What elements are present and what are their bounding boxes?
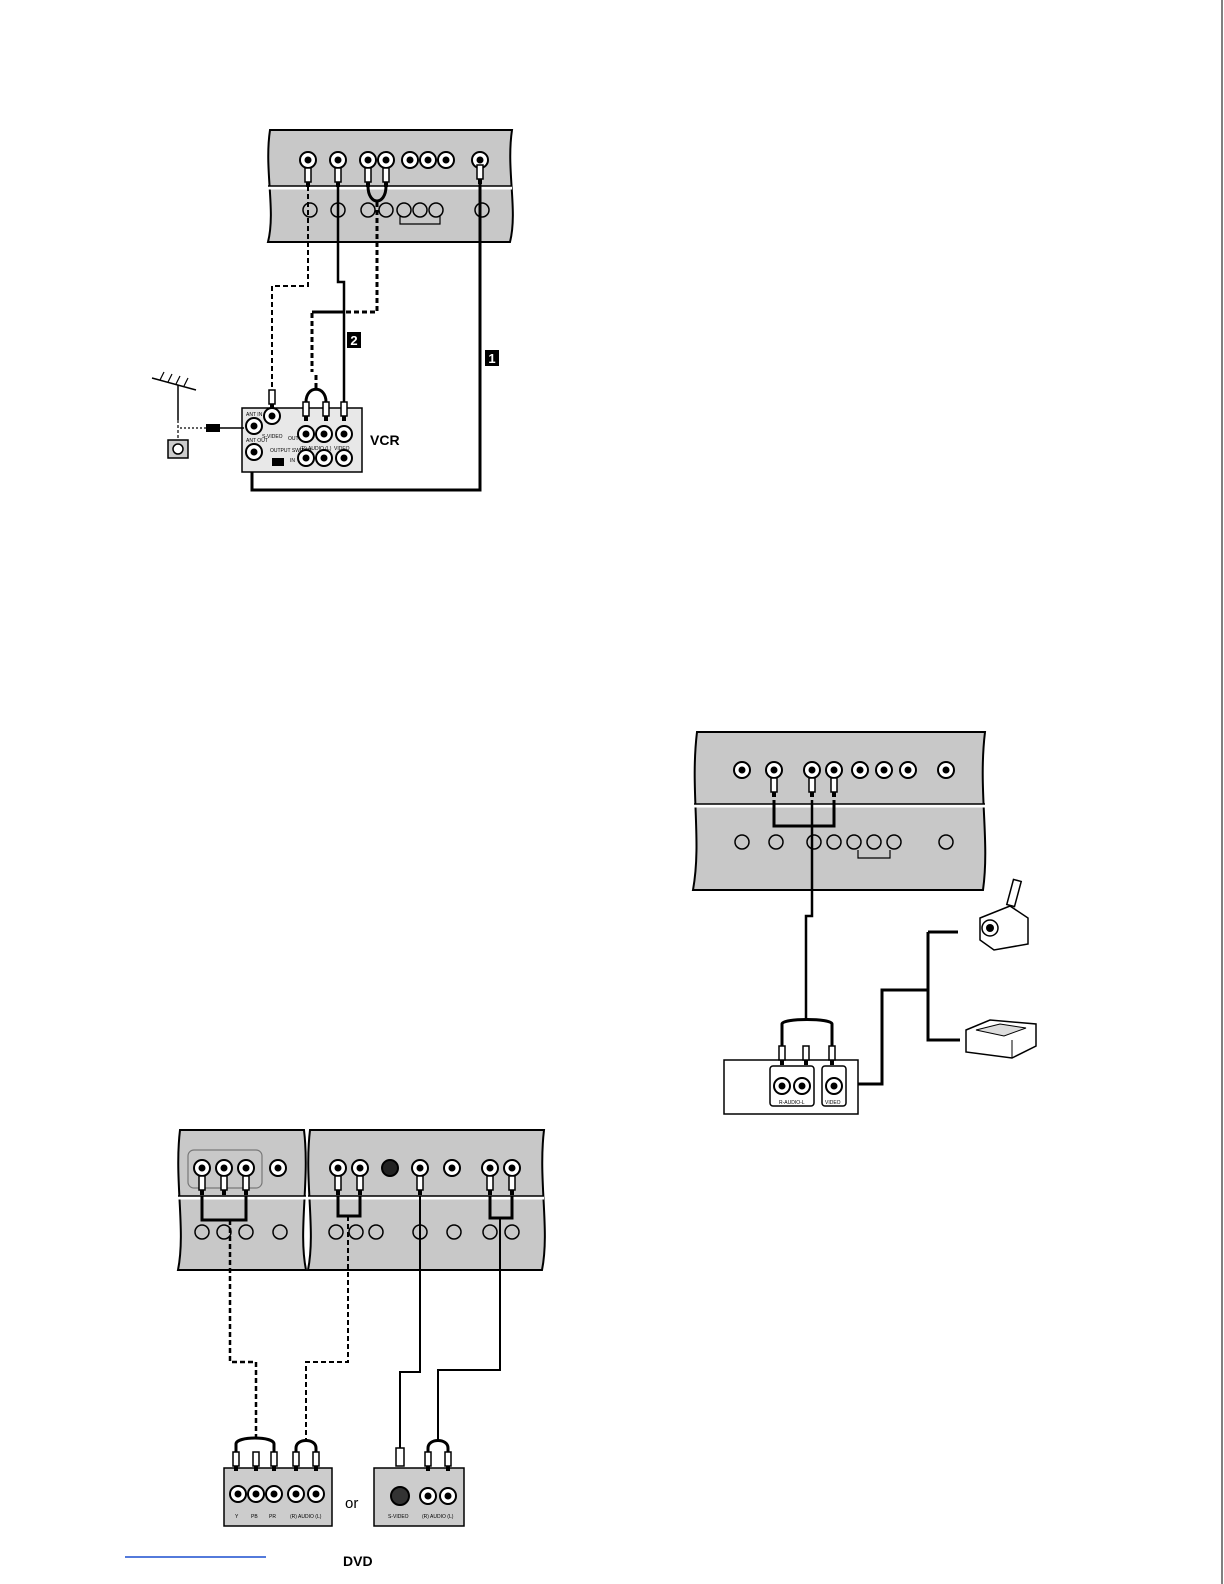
callout-2-label: 2 [350, 333, 357, 348]
dvd-svideo-label: S-VIDEO [388, 1514, 409, 1520]
camcorder-diagram: R-AUDIO-L VIDEO [693, 732, 1036, 1114]
wall-socket-icon [168, 440, 188, 458]
tv-rear-panel [268, 130, 513, 242]
tv-component-panel [178, 1130, 306, 1270]
av-input-box: R-AUDIO-L VIDEO [724, 1046, 858, 1114]
dvd-audio-right-label: (R) AUDIO (L) [422, 1514, 454, 1520]
tv-side-panel [693, 732, 985, 890]
camcorder-icon [980, 879, 1028, 950]
tv-audio-svideo-panel [308, 1130, 545, 1270]
vcr-svideo-label: S-VIDEO [262, 434, 283, 440]
dvd-device-label: DVD [343, 1553, 373, 1569]
callout-2: 2 [347, 332, 361, 348]
vcr-diagram: 1 2 ANT IN ANT OUT S-VIDEO OUT (R) AUDIO… [152, 130, 513, 490]
dvd-audio-left-label: (R) AUDIO (L) [290, 1514, 322, 1520]
or-label: or [345, 1495, 358, 1512]
callout-1-label: 1 [488, 351, 495, 366]
dvd-pb-label: PB [251, 1514, 258, 1520]
vcr-device-label: VCR [370, 432, 400, 448]
antenna-plug-icon [180, 424, 244, 432]
dvd-svideo-device: S-VIDEO (R) AUDIO (L) [374, 1448, 464, 1526]
callout-1: 1 [485, 350, 499, 366]
vcr-out-label: OUT [288, 436, 299, 442]
av-video-label: VIDEO [825, 1100, 841, 1106]
antenna-icon [152, 372, 196, 440]
dvd-component-device: Y PB PR (R) AUDIO (L) [224, 1452, 332, 1526]
vcr-device: ANT IN ANT OUT S-VIDEO OUT (R) AUDIO (L)… [242, 390, 362, 472]
vcr-in-label: IN [290, 458, 295, 464]
dvd-diagram: Y PB PR (R) AUDIO (L) or S-VIDEO (R) AUD… [125, 1130, 545, 1569]
av-audio-label: R-AUDIO-L [779, 1100, 805, 1106]
game-console-icon [966, 1020, 1036, 1058]
dvd-pr-label: PR [269, 1514, 276, 1520]
